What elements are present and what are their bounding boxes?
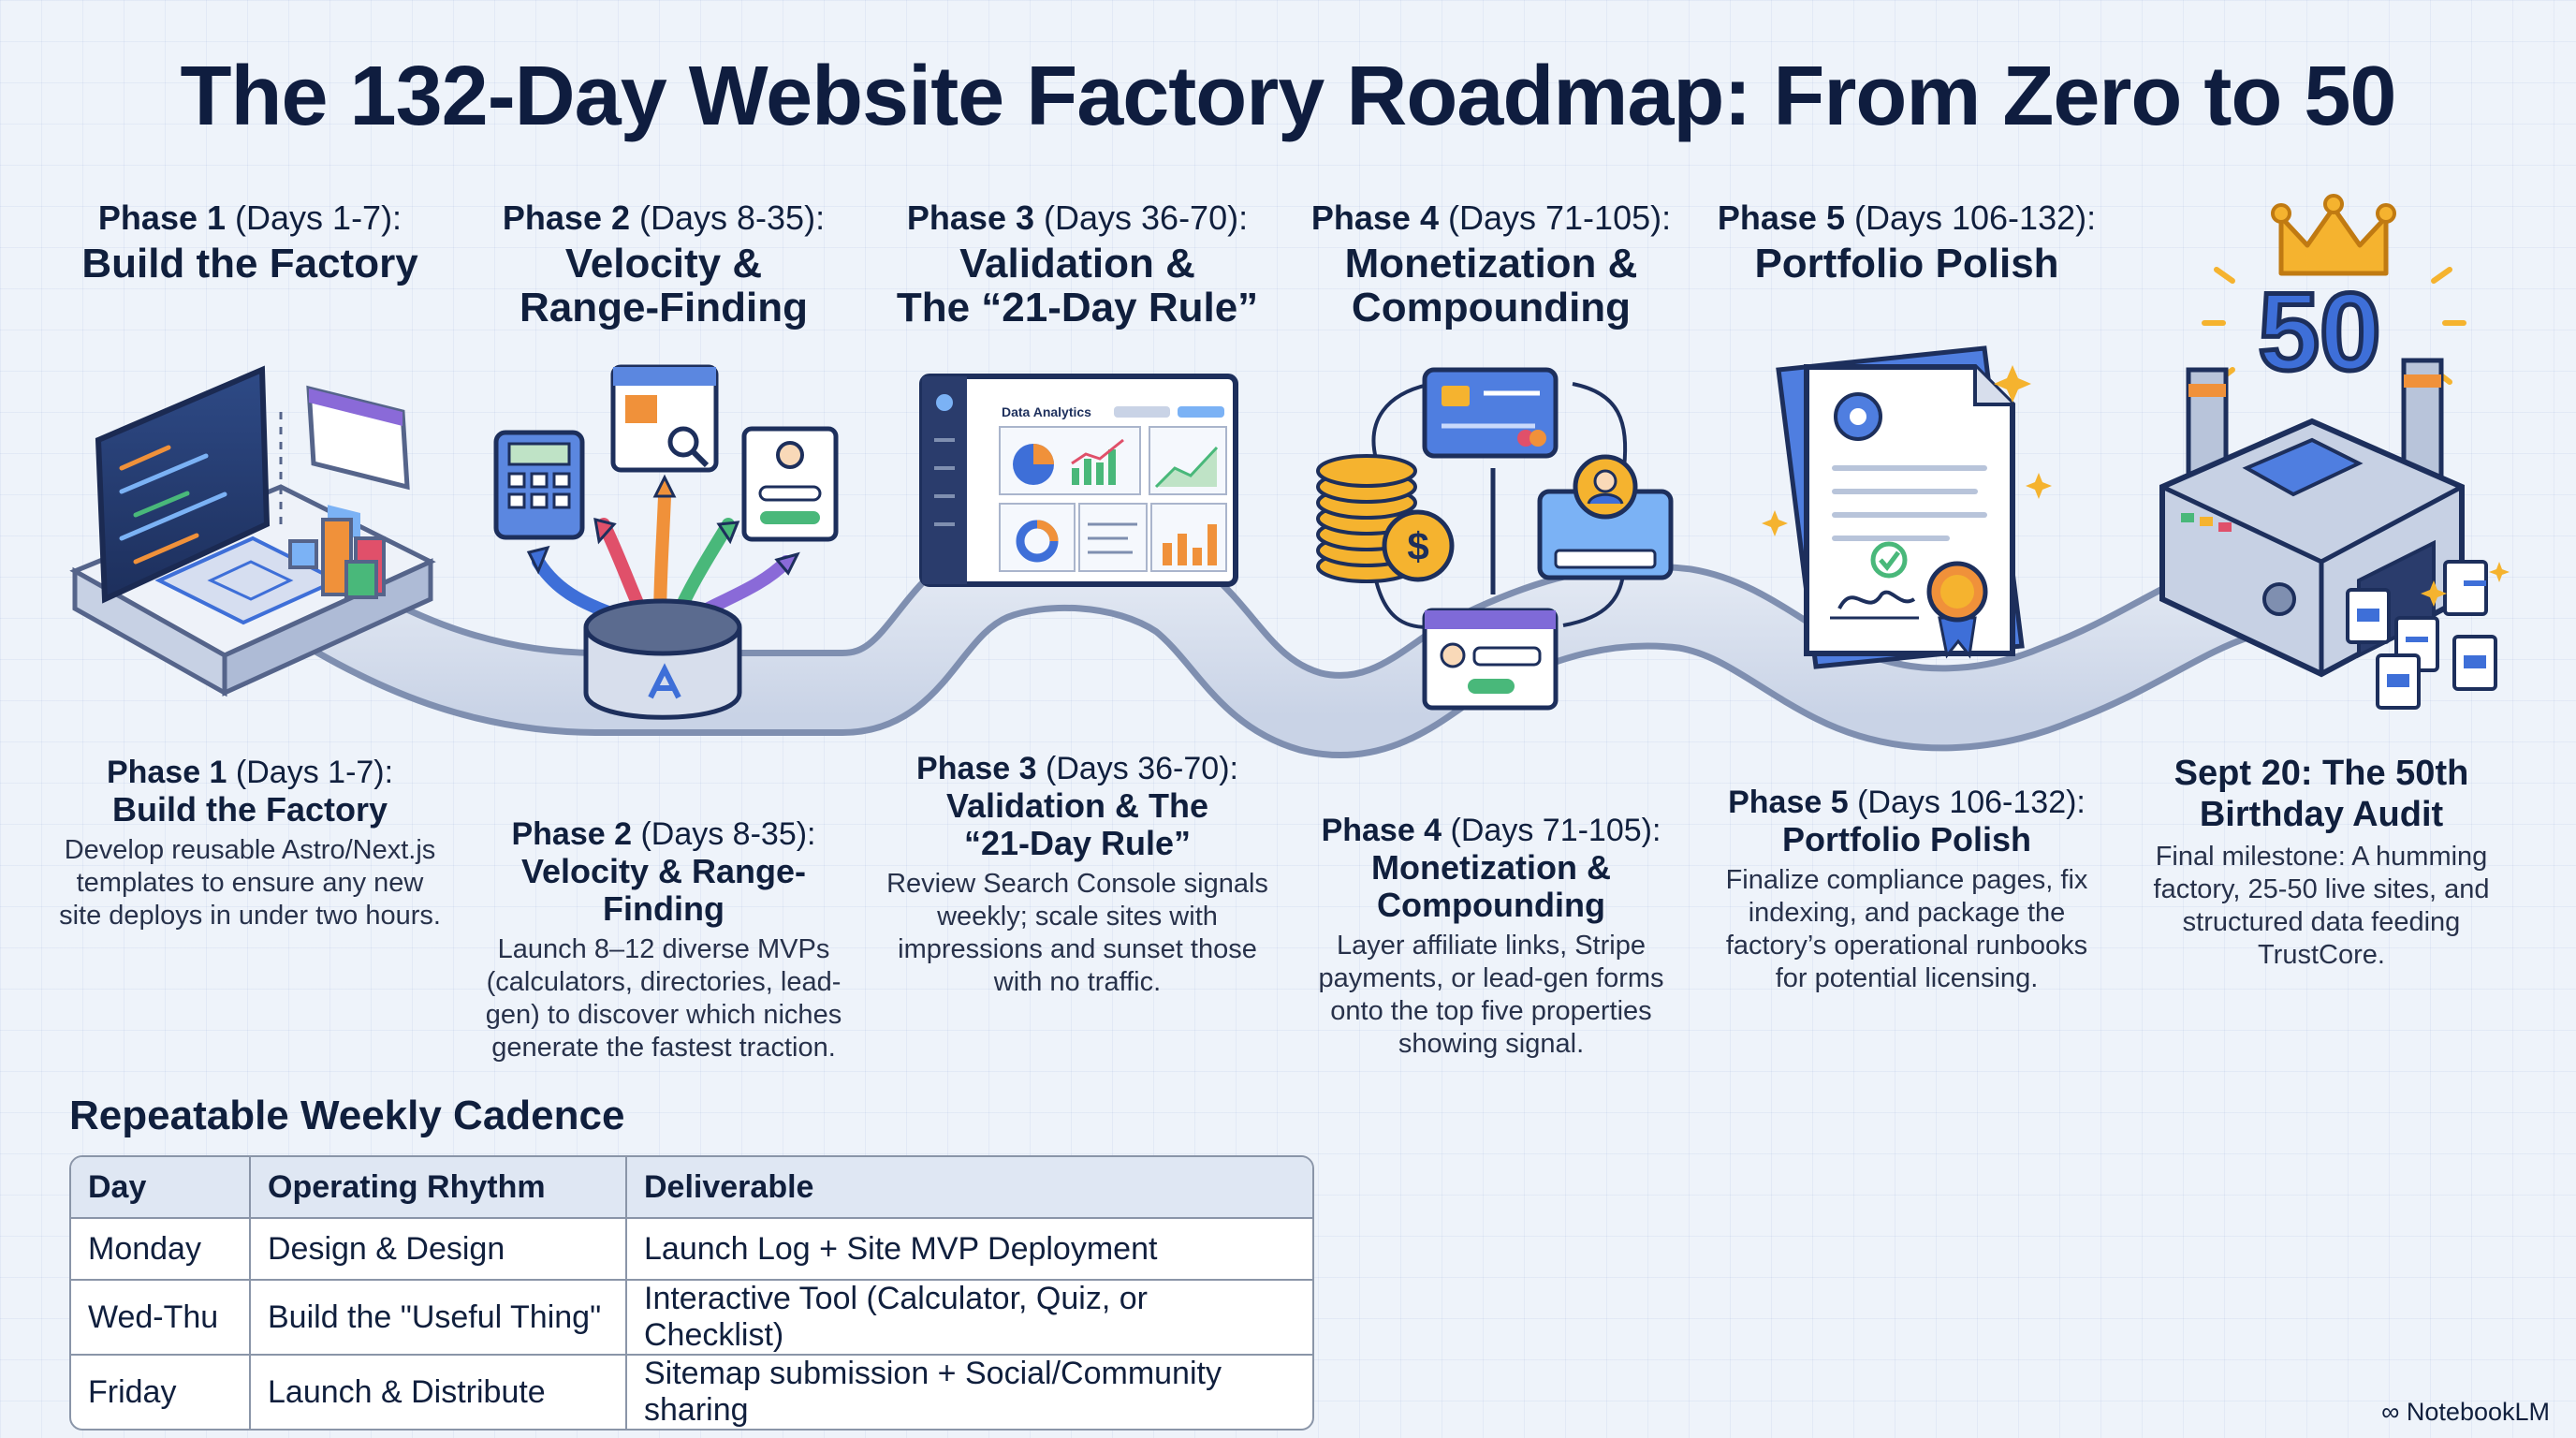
phase3-heading-label: Phase 3 [906, 198, 1034, 237]
phase2-heading-label: Phase 2 [502, 198, 630, 237]
phase5-heading: Phase 5 (Days 106-132): Portfolio Polish [1691, 198, 2122, 286]
table-row: Monday Design & Design Launch Log + Site… [71, 1217, 1312, 1281]
phase1-desc-body: Develop reusable Astro/Next.js templates… [59, 835, 441, 931]
phase4-desc-days: (Days 71-105): [1450, 813, 1661, 848]
cadence-table: Day Operating Rhythm Deliverable Monday … [69, 1155, 1314, 1431]
cadence-cell-day: Monday [71, 1217, 251, 1281]
phase1-heading-label: Phase 1 [97, 198, 227, 237]
phase4-desc-title: Monetization & Compounding [1371, 848, 1611, 924]
milestone-number: 50 [2258, 271, 2380, 394]
cadence-title: Repeatable Weekly Cadence [69, 1093, 625, 1138]
phase2-desc-title: Velocity & Range-Finding [520, 852, 807, 928]
road-path [294, 524, 2280, 758]
milestone-description: Sept 20: The 50th Birthday Audit Final m… [2125, 753, 2518, 972]
phase3-desc-title: Validation & The “21-Day Rule” [945, 786, 1209, 862]
milestone-title: Sept 20: The 50th Birthday Audit [2174, 754, 2469, 834]
phase3-heading-days: (Days 36-70): [1044, 198, 1249, 237]
phase3-illustration: Data Analytics [919, 374, 1238, 587]
phase1-illustration [69, 365, 436, 697]
milestone-illustration: 50 [2159, 194, 2510, 710]
phase5-heading-label: Phase 5 [1717, 198, 1845, 237]
phase5-desc-title: Portfolio Polish [1782, 820, 2031, 858]
phase5-heading-days: (Days 106-132): [1853, 198, 2097, 237]
phase4-heading-days: (Days 71-105): [1448, 198, 1672, 237]
phase2-heading: Phase 2 (Days 8-35): Velocity & Range-Fi… [448, 198, 879, 330]
cadence-header-rhythm: Operating Rhythm [249, 1157, 627, 1219]
cadence-cell-rhythm: Build the "Useful Thing" [249, 1279, 627, 1356]
svg-text:$: $ [1407, 524, 1428, 568]
phase2-heading-title: Velocity & Range-Finding [520, 241, 808, 330]
phase2-description: Phase 2 (Days 8-35): Velocity & Range-Fi… [467, 816, 860, 1064]
phase4-desc-label: Phase 4 [1321, 813, 1442, 848]
phase3-description: Phase 3 (Days 36-70): Validation & The “… [881, 751, 1274, 999]
phase4-illustration: $ [1316, 367, 1674, 711]
phase5-heading-title: Portfolio Polish [1754, 241, 2059, 286]
phase3-heading: Phase 3 (Days 36-70): Validation & The “… [862, 198, 1293, 330]
phase2-heading-days: (Days 8-35): [639, 198, 826, 237]
cadence-header-deliverable: Deliverable [625, 1157, 1312, 1219]
phase2-desc-label: Phase 2 [511, 816, 632, 852]
phase4-desc-body: Layer affiliate links, Stripe payments, … [1318, 931, 1664, 1059]
phase3-desc-days: (Days 36-70): [1046, 751, 1238, 786]
cadence-cell-deliverable: Sitemap submission + Social/Community sh… [625, 1354, 1312, 1429]
phase1-heading-title: Build the Factory [81, 241, 418, 286]
phase3-heading-title: Validation & The “21-Day Rule” [896, 241, 1259, 330]
phase1-description: Phase 1 (Days 1-7): Build the Factory De… [53, 755, 446, 932]
phase5-desc-body: Finalize compliance pages, fix indexing,… [1725, 865, 2088, 993]
phase5-desc-days: (Days 106-132): [1857, 785, 2086, 820]
phase1-heading-days: (Days 1-7): [235, 198, 402, 237]
phase1-desc-label: Phase 1 [106, 755, 227, 790]
brand-label: NotebookLM [2406, 1398, 2550, 1426]
page-title: The 132-Day Website Factory Roadmap: Fro… [180, 50, 2397, 143]
phase4-description: Phase 4 (Days 71-105): Monetization & Co… [1295, 813, 1688, 1061]
cadence-header-day: Day [71, 1157, 251, 1219]
notebooklm-logo-icon: ∞ [2381, 1398, 2400, 1426]
phase4-heading-label: Phase 4 [1310, 198, 1439, 237]
table-row: Friday Launch & Distribute Sitemap submi… [71, 1354, 1312, 1429]
phase4-heading-title: Monetization & Compounding [1344, 241, 1638, 330]
cadence-cell-deliverable: Interactive Tool (Calculator, Quiz, or C… [625, 1279, 1312, 1356]
table-row: Wed-Thu Build the "Useful Thing" Interac… [71, 1279, 1312, 1356]
phase1-heading: Phase 1 (Days 1-7): Build the Factory [35, 198, 465, 286]
phase1-desc-title: Build the Factory [111, 790, 388, 829]
cadence-cell-rhythm: Design & Design [249, 1217, 627, 1281]
phase2-desc-days: (Days 8-35): [640, 816, 816, 852]
cadence-cell-deliverable: Launch Log + Site MVP Deployment [625, 1217, 1312, 1281]
phase3-desc-body: Review Search Console signals weekly; sc… [886, 869, 1268, 997]
notebooklm-brand: ∞ NotebookLM [2381, 1398, 2550, 1427]
phase1-desc-days: (Days 1-7): [235, 755, 394, 790]
phase5-illustration [1762, 345, 2052, 669]
cadence-cell-rhythm: Launch & Distribute [249, 1354, 627, 1429]
analytics-title: Data Analytics [1002, 404, 1091, 419]
phase3-desc-label: Phase 3 [916, 751, 1037, 786]
cadence-cell-day: Friday [71, 1354, 251, 1429]
cadence-header-row: Day Operating Rhythm Deliverable [71, 1157, 1312, 1219]
phase2-illustration [493, 364, 839, 720]
phase4-heading: Phase 4 (Days 71-105): Monetization & Co… [1276, 198, 1706, 330]
phase5-desc-label: Phase 5 [1728, 785, 1849, 820]
milestone-body: Final milestone: A humming factory, 25-5… [2153, 842, 2490, 970]
phase2-desc-body: Launch 8–12 diverse MVPs (calculators, d… [485, 934, 842, 1063]
phase5-description: Phase 5 (Days 106-132): Portfolio Polish… [1710, 785, 2103, 995]
cadence-cell-day: Wed-Thu [71, 1279, 251, 1356]
